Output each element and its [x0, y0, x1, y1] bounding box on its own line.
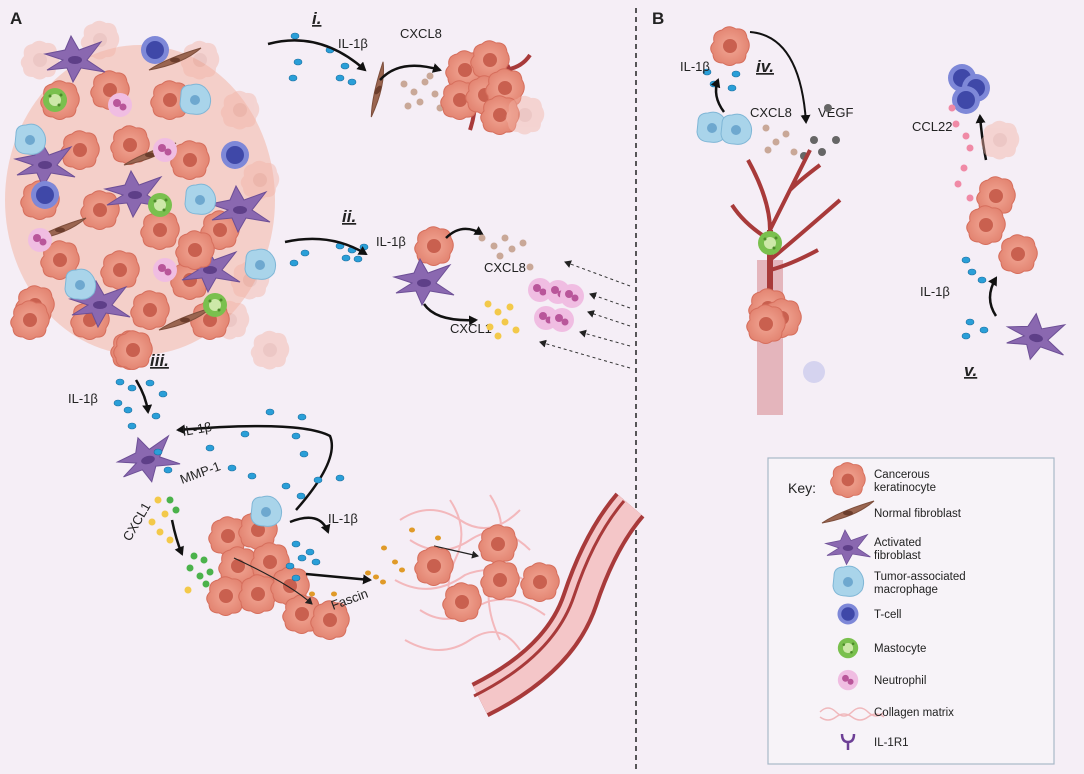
il1b-i-label: IL-1β [338, 36, 368, 51]
step-i-label: i. [312, 9, 321, 28]
il1b-iii-label: IL-1β [68, 391, 98, 406]
arrow-iii-matrix [433, 545, 479, 559]
arrow-iii-invade [233, 557, 313, 605]
panel-a-letter: A [10, 9, 22, 28]
legend-item-label: Mastocyte [874, 643, 926, 655]
legend-item: Normal fibroblast [821, 500, 962, 524]
arrow-iii-down [134, 379, 153, 414]
macrophage-icon [832, 565, 865, 597]
legend-item: Neutrophil [837, 669, 926, 691]
arrow-iv-1 [710, 78, 726, 113]
step-iii-label: iii. [150, 351, 169, 370]
legend-item-label: Cancerous [874, 469, 930, 481]
legend-item: Mastocyte [837, 637, 926, 659]
legend-item: Collagen matrix [819, 707, 954, 721]
step-ii-label: ii. [342, 207, 356, 226]
arrow-i-1 [267, 39, 367, 72]
il1b-iii-top-label: IL-1β [181, 419, 213, 439]
step-iv: iv. IL-1β CXCL8 VEGF [680, 26, 853, 415]
mastocyte-icon [837, 637, 859, 659]
step-v: v. CCL22 IL-1β [912, 64, 1071, 380]
cxcl8-iv-label: CXCL8 [750, 105, 792, 120]
arrow-ii-1 [284, 237, 368, 256]
legend-box [767, 457, 1055, 765]
arrow-iii-back [289, 516, 331, 534]
cxcl8-i-label: CXCL8 [400, 26, 442, 41]
legend-item-label: Activated [874, 537, 921, 549]
arrow-i-2 [379, 63, 442, 81]
vegf-label: VEGF [818, 105, 853, 120]
legend-item-label: Normal fibroblast [874, 508, 962, 520]
legend-item-label: macrophage [874, 584, 938, 596]
keratinocyte-icon [830, 462, 866, 498]
step-ii: ii. IL-1β CXCL8 CXCL1 [284, 207, 631, 369]
faint-tcell-b [803, 361, 825, 383]
legend-item-label: IL-1R1 [874, 737, 909, 749]
arrow-v-2 [988, 276, 998, 317]
collagen-icon [819, 707, 885, 721]
legend-item-label: keratinocyte [874, 482, 936, 494]
arrow-ii-2 [445, 226, 484, 239]
arrow-iii-fascin [305, 572, 372, 585]
neutrophil-icon [837, 669, 859, 691]
legend-item: T-cell [837, 603, 901, 625]
panel-b-letter: B [652, 9, 664, 28]
ccl22-label: CCL22 [912, 119, 952, 134]
arrow-iv-2 [749, 31, 811, 124]
cxcl1-ii-label: CXCL1 [450, 321, 492, 336]
legend-item-label: fibroblast [874, 550, 921, 562]
cxcl8-ii-label: CXCL8 [484, 260, 526, 275]
il1b-v-label: IL-1β [920, 284, 950, 299]
legend-item-label: Collagen matrix [874, 707, 954, 719]
legend-item-label: Neutrophil [874, 675, 926, 687]
arrow-ii-3 [422, 303, 478, 326]
step-iv-label: iv. [756, 57, 774, 76]
migration-arrows [539, 260, 631, 369]
arrow-iii-mmp [170, 519, 184, 556]
il1b-iv-label: IL-1β [680, 59, 710, 74]
legend-item: IL-1R1 [840, 733, 909, 750]
il1b-ii-label: IL-1β [376, 234, 406, 249]
step-i: i. IL-1β CXCL8 [267, 9, 545, 135]
il1b-iii-low-label: IL-1β [328, 511, 358, 526]
legend-item-label: T-cell [874, 609, 901, 621]
t-cell-icon [837, 603, 859, 625]
step-v-label: v. [964, 361, 977, 380]
legend-title: Key: [788, 480, 816, 496]
il1r1-icon [840, 733, 856, 750]
legend-item-label: Tumor-associated [874, 571, 966, 583]
blood-vessel [471, 492, 645, 717]
tumor-mass [5, 20, 290, 370]
